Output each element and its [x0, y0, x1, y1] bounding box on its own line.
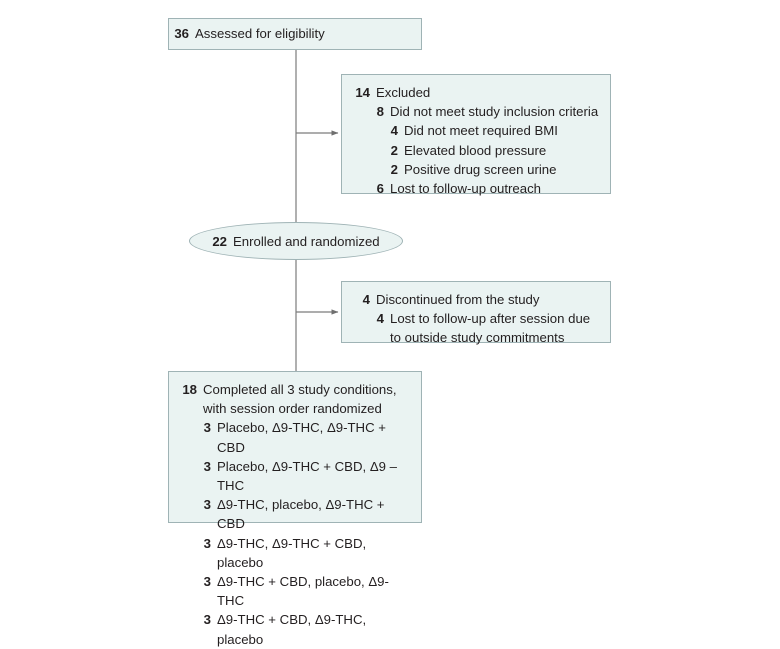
- discontinued-count: 4: [362, 292, 370, 307]
- completed-count: 18: [182, 382, 197, 397]
- completed-label: Completed all 3 study conditions,: [203, 382, 397, 397]
- sequence-label: Δ9-THC + CBD, placebo, Δ9-THC: [217, 574, 389, 609]
- sequence-label: Placebo, Δ9-THC, Δ9-THC + CBD: [217, 420, 386, 455]
- row-completed-total: 18 Completed all 3 study conditions,: [177, 380, 413, 399]
- sequence-count: 3: [203, 574, 211, 590]
- reason-count: 6: [376, 181, 384, 197]
- node-assessed-for-eligibility: 36 Assessed for eligibility: [168, 18, 422, 50]
- sequence-label: Placebo, Δ9-THC + CBD, Δ9 – THC: [217, 458, 397, 494]
- enrolled-label: Enrolled and randomized: [233, 233, 380, 249]
- reason-count: 4: [376, 311, 384, 327]
- row-excluded-total: 14 Excluded: [350, 83, 602, 102]
- reason-label: Did not meet study inclusion criteria: [390, 104, 599, 120]
- row-sequence: 3 Δ9-THC + CBD, placebo, Δ9-THC: [177, 572, 413, 610]
- row-discontinued-reason: 4 Lost to follow-up after session due: [350, 309, 602, 328]
- excluded-count: 14: [355, 85, 370, 100]
- sequence-label: Δ9-THC, Δ9-THC + CBD, placebo: [217, 535, 367, 570]
- row-excluded-reason: 6 Lost to follow-up outreach: [350, 179, 602, 198]
- sequence-count: 3: [203, 612, 211, 628]
- row-assessed: 36 Assessed for eligibility: [169, 24, 421, 43]
- sequence-count: 3: [203, 535, 211, 551]
- excluded-label: Excluded: [376, 85, 431, 100]
- reason-count: 8: [376, 104, 384, 120]
- row-sequence: 3 Δ9-THC + CBD, Δ9-THC, placebo: [177, 610, 413, 648]
- flow-connectors: [295, 50, 339, 371]
- sequence-count: 3: [203, 420, 211, 436]
- row-excluded-reason: 4 Did not meet required BMI: [350, 121, 602, 140]
- sequence-count: 3: [203, 458, 211, 474]
- row-sequence: 3 Placebo, Δ9-THC + CBD, Δ9 – THC: [177, 457, 413, 495]
- reason-label: Lost to follow-up after session due: [390, 311, 591, 327]
- reason-label: Elevated blood pressure: [404, 142, 547, 158]
- reason-label: Lost to follow-up outreach: [390, 181, 542, 197]
- reason-label: Positive drug screen urine: [404, 161, 557, 177]
- reason-count: 2: [390, 161, 398, 177]
- row-sequence: 3 Placebo, Δ9-THC, Δ9-THC + CBD: [177, 418, 413, 456]
- row-completed-label-continued: with session order randomized: [203, 401, 382, 417]
- reason-count: 2: [390, 142, 398, 158]
- sequence-label: Δ9-THC, placebo, Δ9-THC + CBD: [217, 497, 385, 532]
- node-enrolled-and-randomized: 22 Enrolled and randomized: [189, 222, 403, 260]
- row-excluded-reason: 2 Elevated blood pressure: [350, 141, 602, 160]
- row-discontinued-total: 4 Discontinued from the study: [350, 290, 602, 309]
- assessed-label: Assessed for eligibility: [195, 26, 325, 42]
- node-completed: 18 Completed all 3 study conditions, wit…: [168, 371, 422, 647]
- row-excluded-reason: 2 Positive drug screen urine: [350, 160, 602, 179]
- node-excluded: 14 Excluded 8 Did not meet study inclusi…: [341, 74, 611, 196]
- row-excluded-reason: 8 Did not meet study inclusion criteria: [350, 102, 602, 121]
- reason-count: 4: [390, 123, 398, 139]
- assessed-count: 36: [174, 26, 189, 42]
- enrolled-count: 22: [212, 233, 228, 249]
- row-discontinued-reason-continued: to outside study commitments: [390, 330, 565, 346]
- discontinued-label: Discontinued from the study: [376, 292, 540, 307]
- row-sequence: 3 Δ9-THC, placebo, Δ9-THC + CBD: [177, 495, 413, 533]
- sequence-label: Δ9-THC + CBD, Δ9-THC, placebo: [217, 612, 367, 647]
- sequence-count: 3: [203, 497, 211, 513]
- node-discontinued: 4 Discontinued from the study 4 Lost to …: [341, 281, 611, 345]
- reason-label: Did not meet required BMI: [404, 123, 558, 139]
- row-sequence: 3 Δ9-THC, Δ9-THC + CBD, placebo: [177, 534, 413, 572]
